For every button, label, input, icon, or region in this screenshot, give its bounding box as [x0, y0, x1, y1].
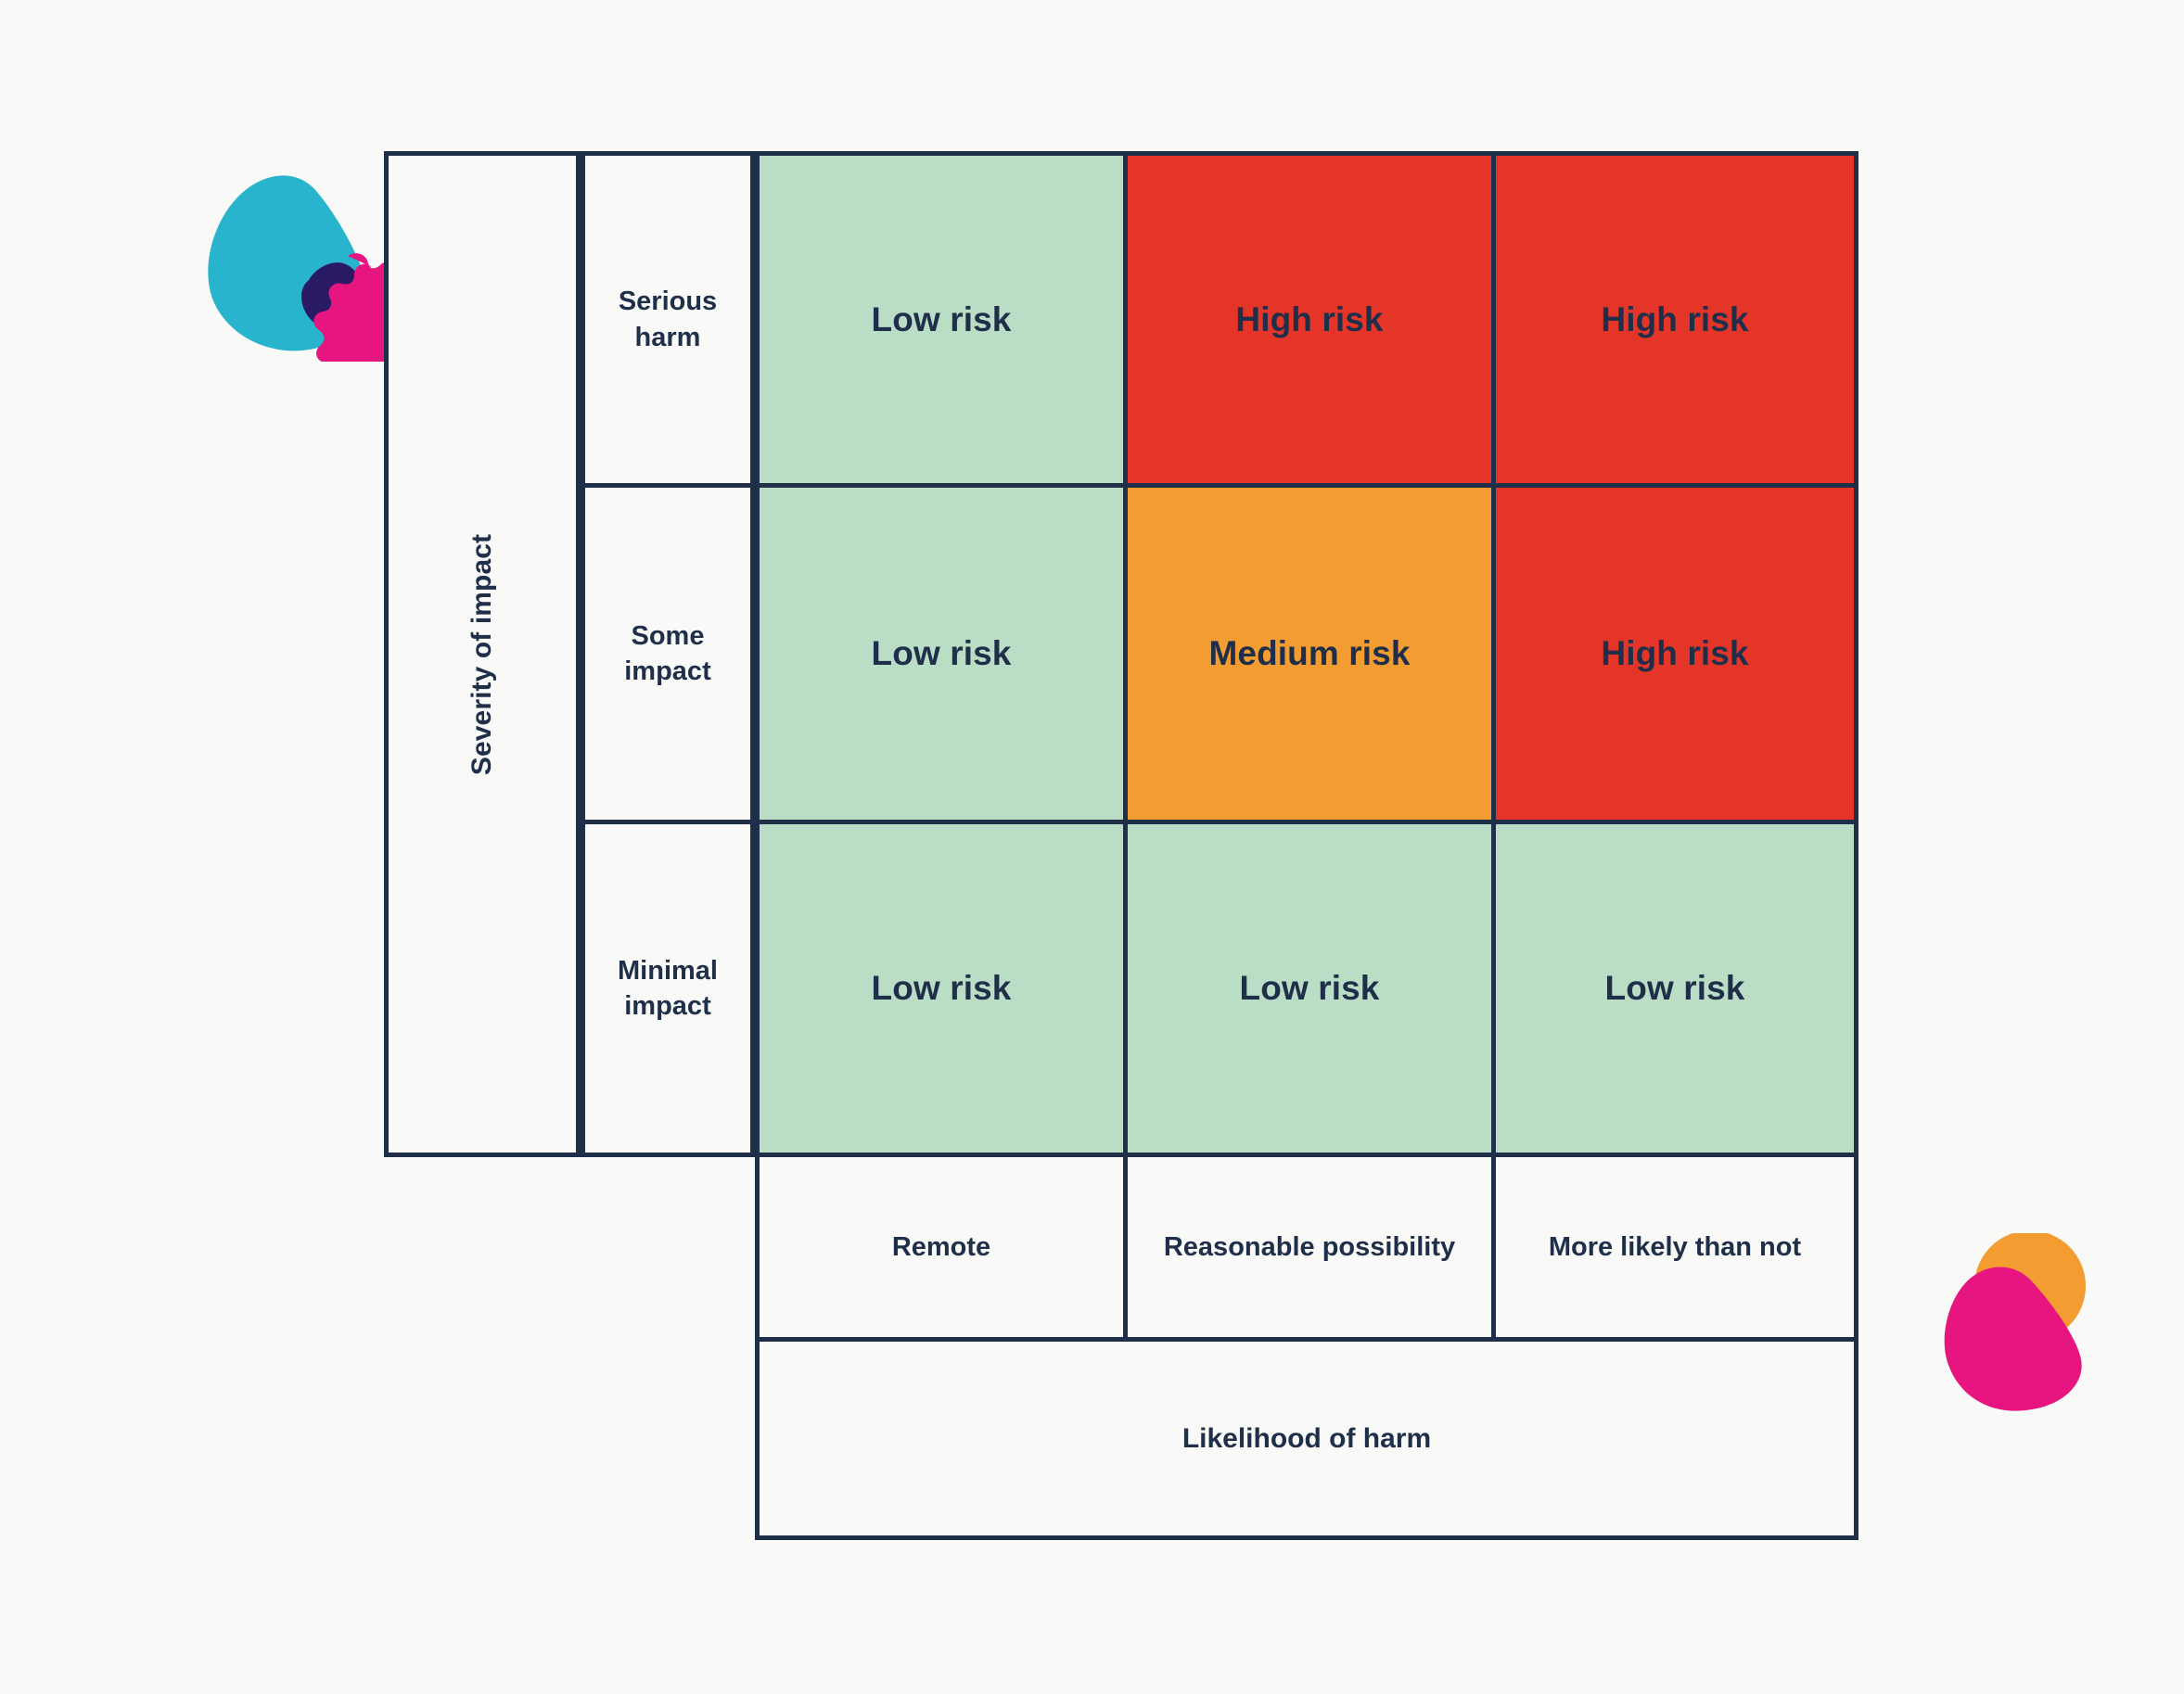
severity-row-label-serious-harm: Serious harm — [581, 151, 755, 488]
likelihood-header-more-likely-than-not: More likely than not — [1491, 1153, 1858, 1342]
risk-cell-some-reasonable: Medium risk — [1123, 483, 1496, 824]
risk-cell-label: Low risk — [871, 969, 1012, 1007]
risk-cell-label: Low risk — [1239, 969, 1380, 1007]
risk-cell-label: Medium risk — [1208, 634, 1411, 672]
risk-cell-some-remote: Low risk — [755, 483, 1128, 824]
navy-blob-shape — [301, 262, 364, 331]
severity-row-label-text: Serious harm — [618, 287, 718, 352]
severity-row-label-column: Serious harm Some impact Minimal impact — [581, 151, 755, 1157]
risk-cell-label: Low risk — [871, 299, 1012, 338]
decorative-cluster-bottom-right — [1944, 1233, 2086, 1411]
risk-cell-grid: Low risk High risk High risk Low risk Me… — [755, 151, 1858, 1157]
red-sliver-shape — [1991, 1278, 2049, 1309]
likelihood-header-text: Remote — [891, 1231, 991, 1262]
risk-cell-label: High risk — [1601, 634, 1749, 672]
likelihood-axis-box: Likelihood of harm — [755, 1337, 1858, 1540]
likelihood-header-reasonable-possibility: Reasonable possibility — [1123, 1153, 1496, 1342]
likelihood-header-text: More likely than not — [1548, 1231, 1802, 1262]
severity-row-label-minimal-impact: Minimal impact — [581, 820, 755, 1157]
risk-cell-minimal-remote: Low risk — [755, 820, 1128, 1157]
cyan-triangle-shape — [208, 175, 369, 351]
pink-flower-shape — [313, 253, 394, 362]
risk-matrix: Severity of impact Serious harm Some imp… — [384, 151, 1858, 1540]
severity-row-label-some-impact: Some impact — [581, 483, 755, 824]
likelihood-axis-label: Likelihood of harm — [1181, 1422, 1432, 1454]
risk-cell-serious-morelikely: High risk — [1491, 151, 1858, 488]
risk-cell-some-morelikely: High risk — [1491, 483, 1858, 824]
severity-axis-box: Severity of impact — [384, 151, 581, 1157]
risk-cell-minimal-reasonable: Low risk — [1123, 820, 1496, 1157]
risk-cell-label: High risk — [1601, 299, 1749, 338]
risk-cell-label: High risk — [1235, 299, 1384, 338]
risk-cell-label: Low risk — [1604, 969, 1745, 1007]
orange-circle-shape — [1974, 1233, 2086, 1342]
risk-cell-serious-reasonable: High risk — [1123, 151, 1496, 488]
risk-cell-serious-remote: Low risk — [755, 151, 1128, 488]
likelihood-header-remote: Remote — [755, 1153, 1128, 1342]
severity-row-label-text: Minimal impact — [618, 955, 718, 1021]
decorative-cluster-top-left — [208, 175, 394, 362]
risk-cell-label: Low risk — [871, 634, 1012, 672]
risk-cell-minimal-morelikely: Low risk — [1491, 820, 1858, 1157]
severity-axis-label: Severity of impact — [466, 533, 498, 775]
pink-triangle-shape — [1944, 1267, 2082, 1411]
likelihood-header-text: Reasonable possibility — [1163, 1231, 1456, 1262]
likelihood-header-row: Remote Reasonable possibility More likel… — [755, 1153, 1858, 1342]
severity-row-label-text: Some impact — [624, 620, 711, 686]
